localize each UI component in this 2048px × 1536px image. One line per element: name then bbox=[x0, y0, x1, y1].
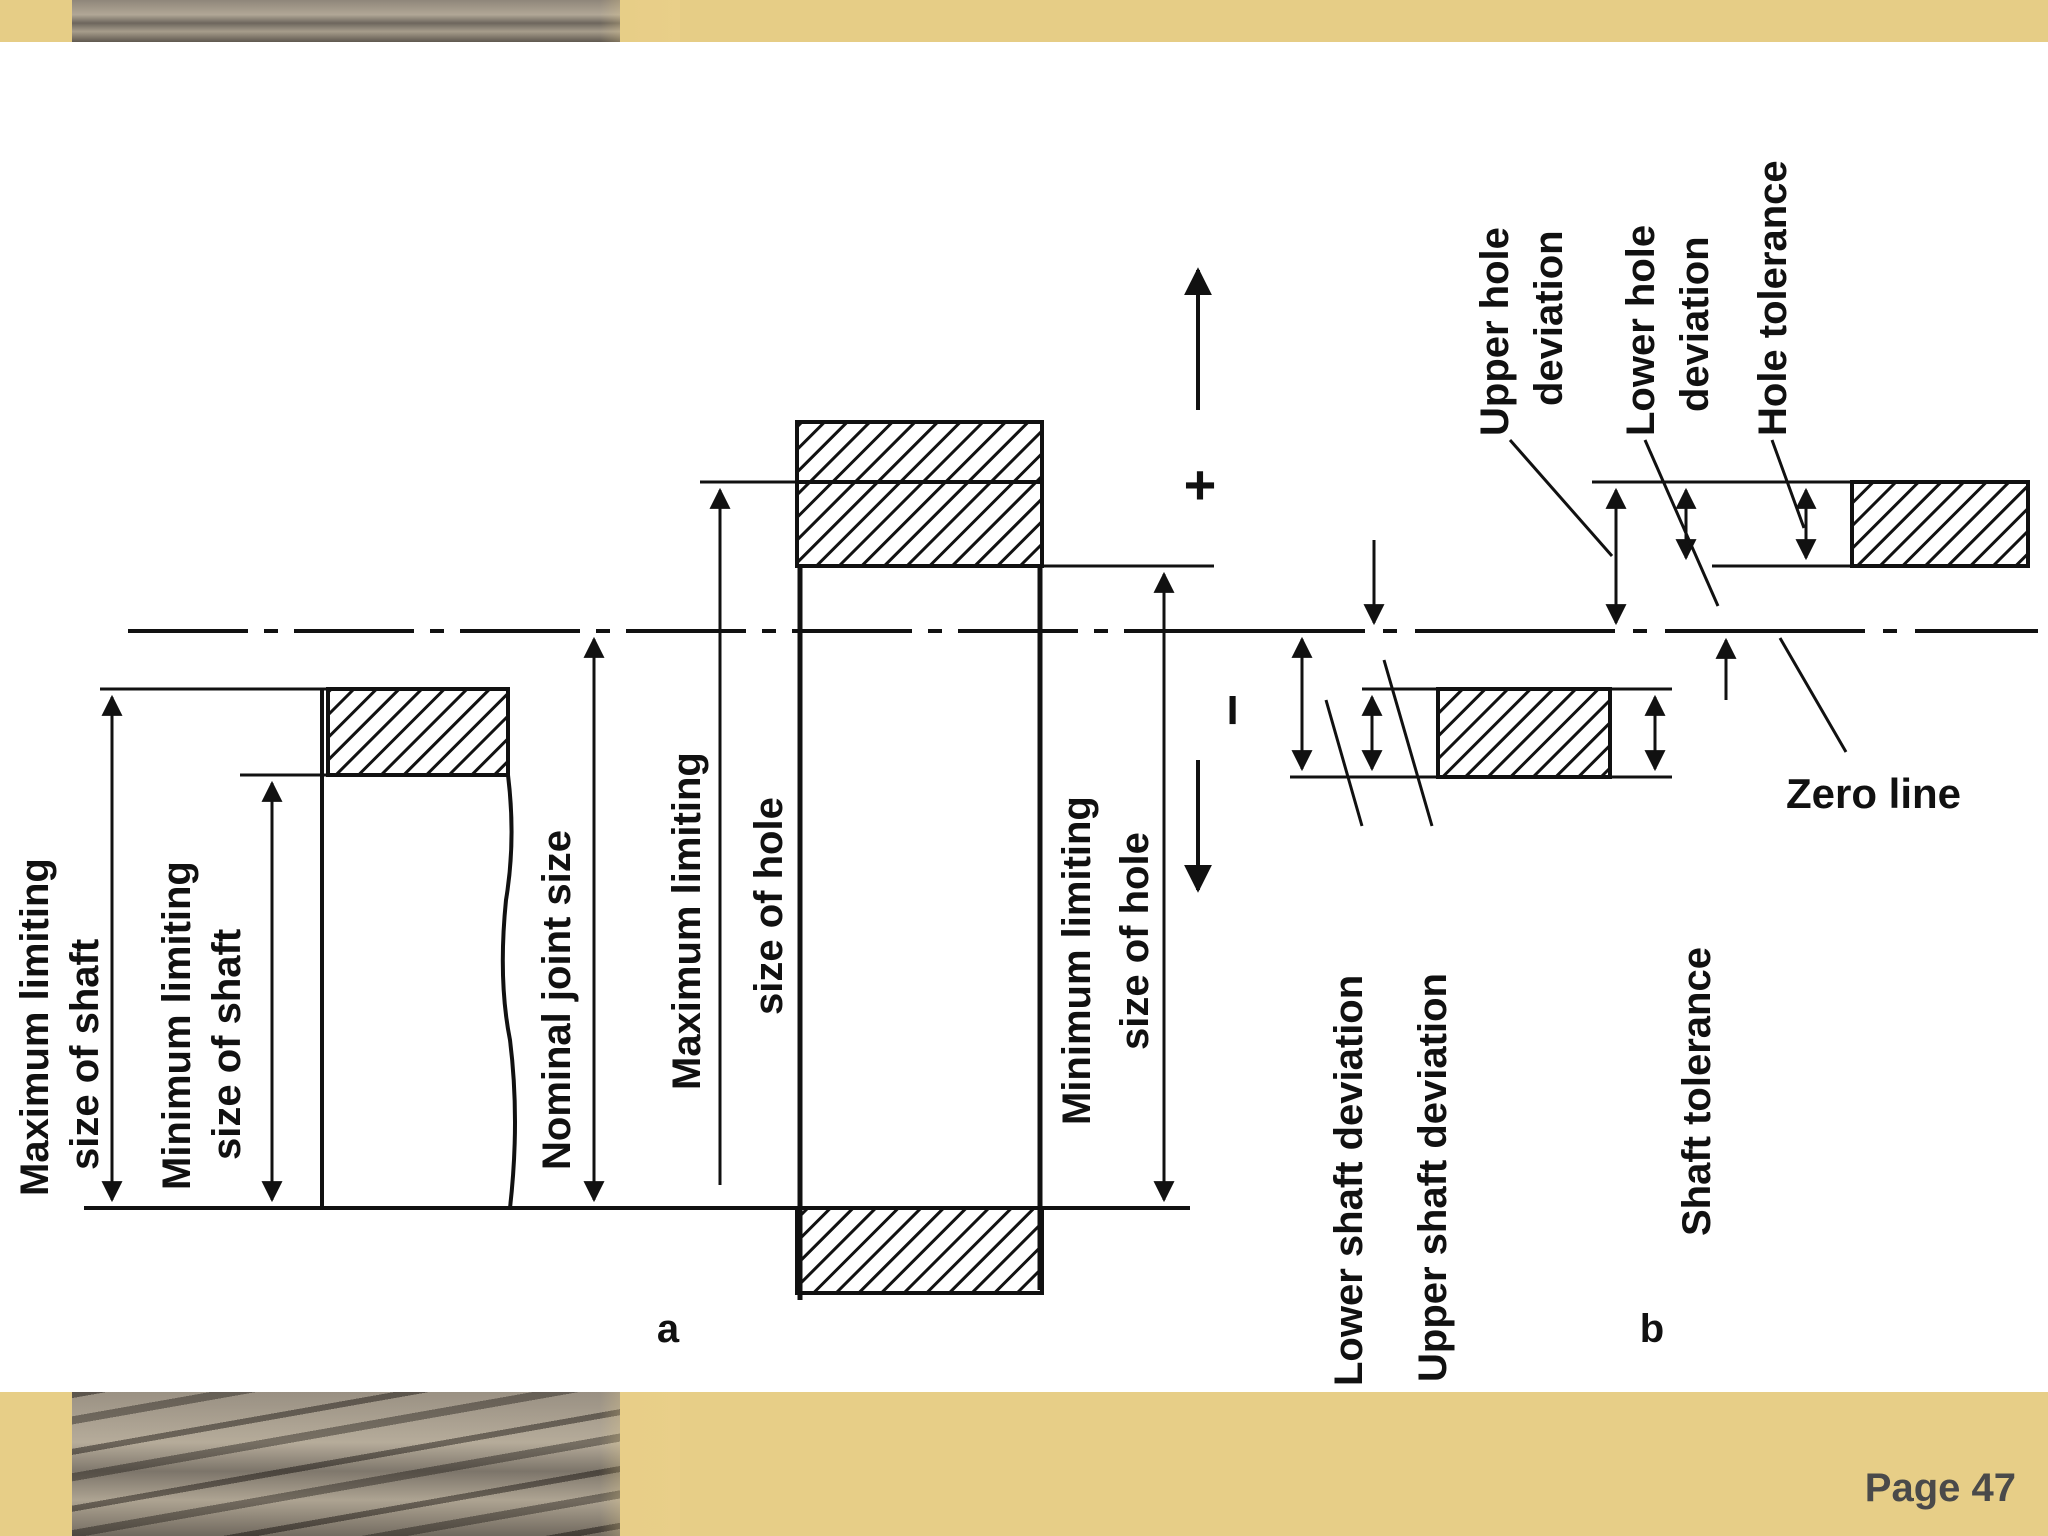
label-lower-hole-dev-2: deviation bbox=[1673, 236, 1717, 412]
figure-b: Upper hole deviation Lower hole deviatio… bbox=[1165, 160, 2038, 1386]
fade-top bbox=[600, 0, 680, 42]
page-number: Page 47 bbox=[1864, 1466, 2016, 1510]
figure-b-label: b bbox=[1640, 1307, 1664, 1351]
shaft-break-line bbox=[500, 774, 517, 1209]
tolerance-diagram: + − Maximum limiting size of shaft Minim… bbox=[0, 42, 2048, 1392]
label-max-hole-1: Maximum limiting bbox=[665, 752, 709, 1090]
label-upper-hole-dev-2: deviation bbox=[1527, 230, 1571, 406]
shaft-tolerance-zone bbox=[326, 687, 510, 777]
hole-zone-b bbox=[1850, 480, 2030, 568]
label-nominal-size: Nominal joint size bbox=[535, 830, 579, 1170]
diagram-svg: + − Maximum limiting size of shaft Minim… bbox=[13, 160, 2038, 1386]
label-upper-hole-dev-1: Upper hole bbox=[1473, 227, 1517, 436]
hole-tolerance-zone bbox=[795, 480, 1044, 568]
metal-texture-top bbox=[72, 0, 620, 42]
leader-upper-hole-dev bbox=[1508, 439, 1614, 557]
hole-upper-part bbox=[795, 420, 1044, 484]
shaft-zone-b bbox=[1436, 687, 1612, 779]
leader-lower-hole-dev bbox=[1643, 439, 1720, 607]
leader-upper-shaft-dev bbox=[1382, 659, 1434, 827]
label-hole-tolerance: Hole tolerance bbox=[1751, 160, 1795, 436]
label-upper-shaft-dev: Upper shaft deviation bbox=[1411, 973, 1455, 1382]
label-lower-shaft-dev: Lower shaft deviation bbox=[1327, 975, 1371, 1386]
figure-a: + − Maximum limiting size of shaft Minim… bbox=[13, 267, 1265, 1351]
label-lower-hole-dev-1: Lower hole bbox=[1619, 225, 1663, 436]
leader-hole-tol bbox=[1770, 439, 1806, 529]
label-min-hole-1: Minimum limiting bbox=[1055, 796, 1099, 1125]
label-max-shaft-1: Maximum limiting bbox=[13, 858, 57, 1196]
leader-zero-line bbox=[1778, 637, 1848, 753]
label-max-hole-2: size of hole bbox=[747, 797, 791, 1015]
hole-lower-part bbox=[795, 1206, 1044, 1295]
plus-sign: + bbox=[1184, 453, 1217, 516]
fade-bottom bbox=[600, 1392, 680, 1536]
label-min-shaft-1: Minimum limiting bbox=[155, 861, 199, 1190]
minus-sign: − bbox=[1202, 694, 1265, 727]
label-shaft-tolerance: Shaft tolerance bbox=[1675, 947, 1719, 1236]
figure-a-label: a bbox=[657, 1307, 680, 1351]
label-min-shaft-2: size of shaft bbox=[205, 929, 249, 1160]
label-zero-line: Zero line bbox=[1786, 770, 1961, 817]
metal-texture-bottom bbox=[72, 1392, 620, 1536]
leader-lower-shaft-dev bbox=[1324, 699, 1364, 827]
label-max-shaft-2: size of shaft bbox=[63, 939, 107, 1170]
label-min-hole-2: size of hole bbox=[1113, 832, 1157, 1050]
